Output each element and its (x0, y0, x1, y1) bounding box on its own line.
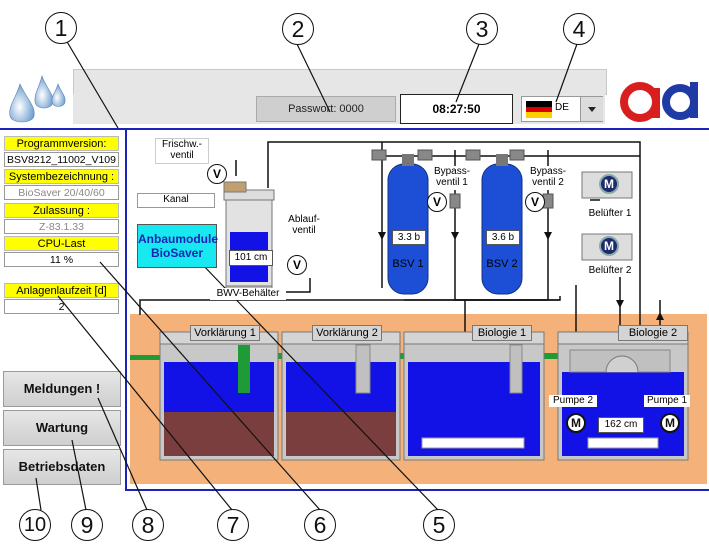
callout-2: 2 (282, 13, 314, 45)
system-name-value: BioSaver 20/40/60 (4, 185, 119, 200)
bsv1-pressure: 3.3 b (392, 230, 426, 245)
outlet-valve-icon[interactable]: V (287, 255, 307, 275)
bwv-level-display: 101 cm (229, 250, 273, 266)
callout-7: 7 (217, 509, 249, 541)
fresh-water-valve-label: Frischw.- ventil (155, 138, 209, 164)
approval-label: Zulassung : (4, 203, 119, 218)
callout-5: 5 (423, 509, 455, 541)
water-drops-logo (9, 74, 66, 123)
language-value: DE (555, 102, 569, 113)
bsv1-name: BSV 1 (392, 258, 424, 270)
program-version-value: BSV8212_11002_V109 (4, 152, 119, 167)
bwv-container-label: BWV-Behälter (210, 288, 286, 300)
tank-label-pre-clarification-1: Vorklärung 1 (190, 325, 260, 341)
callout-8: 8 (132, 509, 164, 541)
addon-module-button[interactable]: Anbaumodule BioSaver (137, 224, 218, 268)
callout-10: 10 (19, 509, 51, 541)
tank-label-pre-clarification-2: Vorklärung 2 (312, 325, 382, 341)
pump-1-label: Pumpe 1 (644, 395, 690, 407)
pump-2-motor-icon[interactable]: M (566, 413, 586, 433)
bypass-valve-2-label: Bypass- ventil 2 (526, 166, 570, 190)
blower-1-label: Belüfter 1 (584, 208, 636, 220)
system-name-label: Systembezeichnung : (4, 169, 119, 184)
blower-2-label: Belüfter 2 (584, 265, 636, 277)
german-flag-icon (526, 101, 552, 118)
callout-1: 1 (45, 12, 77, 44)
outlet-valve-label: Ablauf- ventil (284, 214, 324, 238)
language-select[interactable]: DE (521, 96, 603, 122)
password-button[interactable]: Passwort: 0000 (256, 96, 396, 122)
language-dropdown-button[interactable] (580, 97, 603, 121)
callout-6: 6 (304, 509, 336, 541)
company-logo (620, 82, 698, 122)
bypass-valve-2-icon[interactable]: V (525, 192, 545, 212)
pump-2-label: Pumpe 2 (549, 395, 597, 407)
sidebar-divider (125, 128, 127, 491)
runtime-label: Anlagenlaufzeit [d] (4, 283, 119, 298)
callout-4: 4 (563, 13, 595, 45)
bypass-valve-1-label: Bypass- ventil 1 (432, 166, 472, 190)
clock-display: 08:27:50 (400, 94, 513, 124)
callout-9: 9 (71, 509, 103, 541)
program-version-label: Programmversion: (4, 136, 119, 151)
bottom-divider (125, 489, 709, 491)
cpu-load-label: CPU-Last (4, 236, 119, 251)
fresh-water-valve-icon[interactable]: V (207, 164, 227, 184)
biology-2-level-display: 162 cm (598, 417, 644, 433)
cpu-load-value: 11 % (4, 252, 119, 267)
blower-2-motor-icon[interactable]: M (599, 236, 619, 256)
pump-1-motor-icon[interactable]: M (660, 413, 680, 433)
header-divider (0, 128, 709, 130)
callout-3: 3 (466, 13, 498, 45)
operating-data-button[interactable]: Betriebsdaten (3, 449, 121, 485)
bypass-valve-1-icon[interactable]: V (427, 192, 447, 212)
bsv2-pressure: 3.6 b (486, 230, 520, 245)
messages-button[interactable]: Meldungen ! (3, 371, 121, 407)
tank-label-biology-2: Biologie 2 (618, 325, 688, 341)
tank-label-biology-1: Biologie 1 (472, 325, 532, 341)
approval-value: Z-83.1.33 (4, 219, 119, 234)
chevron-down-icon (588, 107, 596, 112)
drain-label: Kanal (137, 193, 215, 208)
bsv2-name: BSV 2 (486, 258, 518, 270)
blower-1-motor-icon[interactable]: M (599, 174, 619, 194)
maintenance-button[interactable]: Wartung (3, 410, 121, 446)
